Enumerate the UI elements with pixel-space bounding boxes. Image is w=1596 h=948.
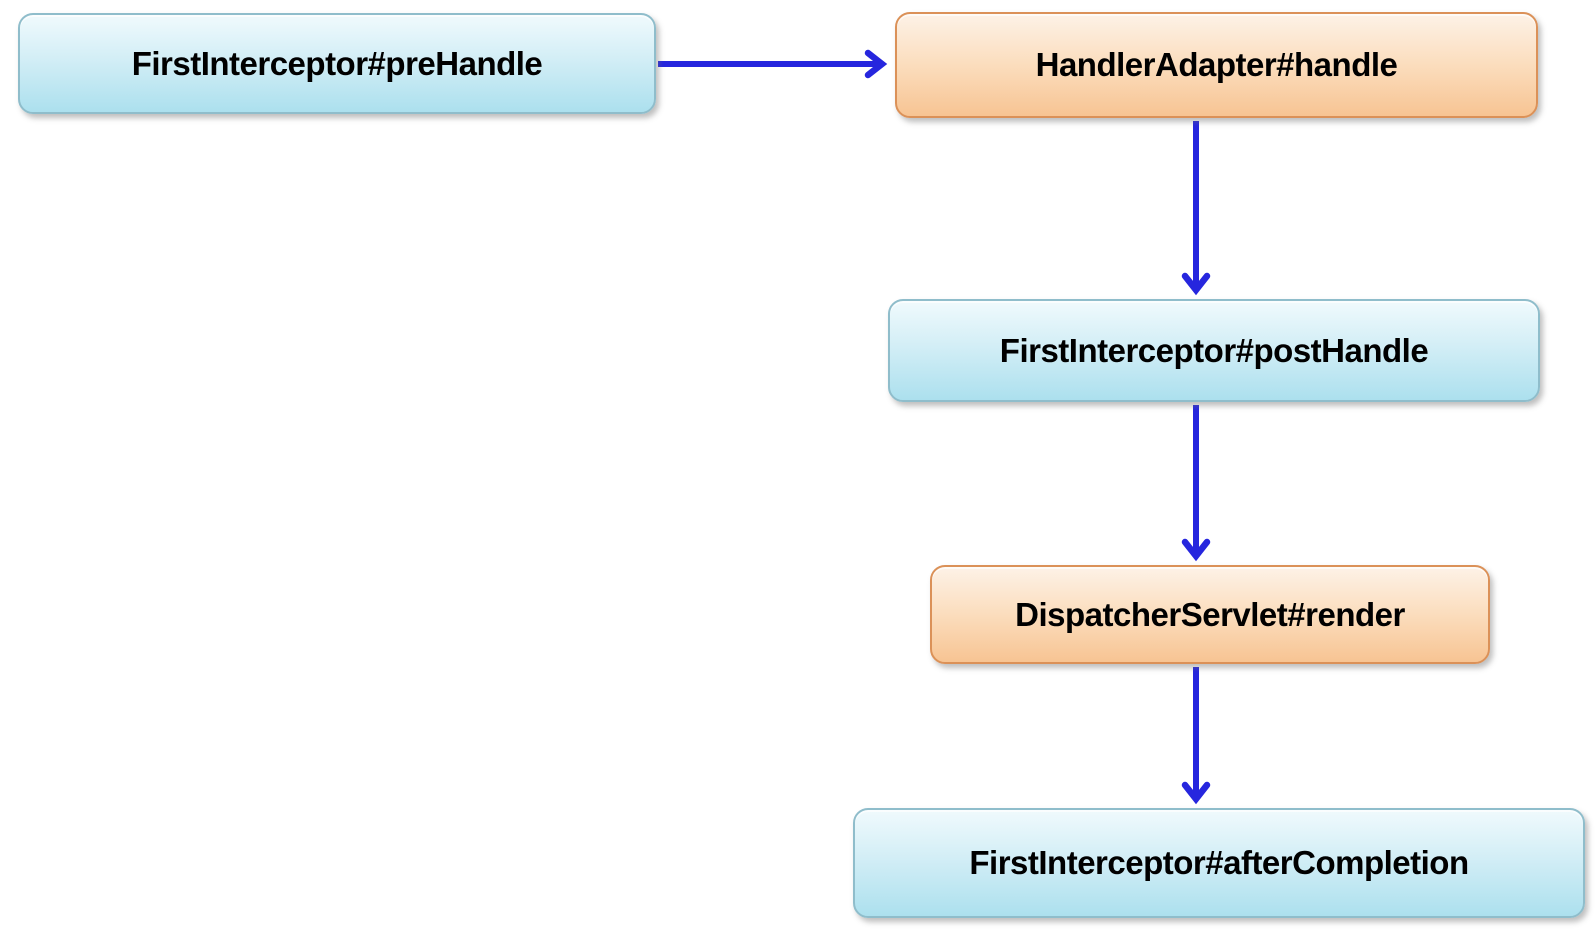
node-firstinterceptor-posthandle: FirstInterceptor#postHandle — [888, 299, 1540, 402]
node-label: FirstInterceptor#afterCompletion — [969, 844, 1469, 881]
node-label: FirstInterceptor#preHandle — [131, 44, 543, 82]
node-firstinterceptor-prehandle: FirstInterceptor#preHandle — [18, 13, 656, 114]
node-label: DispatcherServlet#render — [1015, 595, 1405, 633]
node-firstinterceptor-aftercompletion: FirstInterceptor#afterCompletion — [853, 808, 1585, 918]
node-label: HandlerAdapter#handle — [1035, 46, 1398, 83]
node-handleradapter-handle: HandlerAdapter#handle — [895, 12, 1538, 118]
node-dispatcherservlet-render: DispatcherServlet#render — [930, 565, 1490, 664]
node-label: FirstInterceptor#postHandle — [999, 331, 1429, 369]
